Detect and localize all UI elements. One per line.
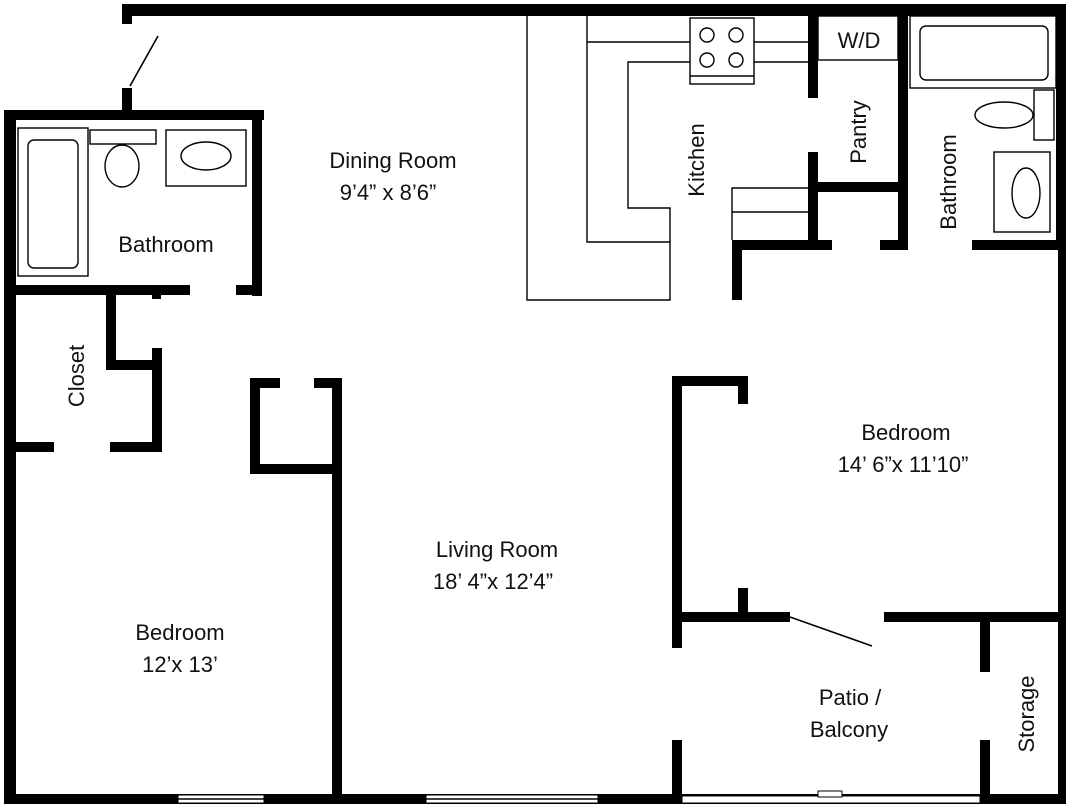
wall-hall-c [732, 240, 742, 300]
toilet-left [89, 129, 157, 188]
wall-closet-c [152, 348, 162, 452]
wall-storage-a [980, 616, 990, 672]
wall-hall-b [880, 240, 908, 250]
door-entry [129, 35, 159, 87]
washer-dryer-label: W/D [838, 28, 881, 53]
wall-closet-d [110, 442, 162, 452]
wall-hall-a [732, 240, 832, 250]
bathtub-right [909, 15, 1057, 89]
wall-wd-left-a [808, 4, 818, 98]
bedroom-left-label: Bedroom [135, 620, 224, 645]
washer-dryer-box [817, 15, 899, 61]
walls [4, 4, 1066, 804]
bathroom-right-label: Bathroom [936, 134, 961, 229]
wall-closet-b [106, 360, 160, 370]
doors [129, 35, 873, 647]
pantry-shelves [731, 187, 808, 240]
wall-living-a [250, 378, 280, 388]
dining-room-size: 9’4” x 8’6” [340, 180, 437, 205]
labels: Dining Room 9’4” x 8’6” Kitchen W/D Pant… [64, 28, 1039, 753]
living-room-label: Living Room [436, 537, 558, 562]
bathtub-left [17, 127, 89, 277]
kitchen-counter [526, 16, 808, 301]
wall-pantry-bottom [808, 182, 908, 192]
storage-label: Storage [1014, 675, 1039, 752]
wall-bath-left-stub [152, 285, 161, 299]
door-patio [789, 616, 873, 647]
wall-storage-b [980, 740, 990, 804]
bedroom-right-label: Bedroom [861, 420, 950, 445]
sink-left [165, 129, 247, 187]
windows [177, 790, 981, 804]
wall-bedroom-r-left [672, 376, 682, 648]
wall-bedroom-r-top [672, 376, 748, 386]
closet-label: Closet [64, 345, 89, 407]
wall-bath-left-right [252, 110, 262, 296]
wall-closet-e [4, 442, 54, 452]
wall-bath-left-bottom-a [4, 285, 190, 295]
pantry-label: Pantry [846, 100, 871, 164]
wall-living-e [332, 378, 342, 804]
patio-label: Patio / [819, 685, 882, 710]
wall-living-c [250, 464, 342, 474]
balcony-label: Balcony [810, 717, 888, 742]
bathroom-left-label: Bathroom [118, 232, 213, 257]
toilet-right [974, 89, 1055, 141]
wall-closet-a [106, 295, 116, 367]
wall-bedroom-r-bottom-b [884, 612, 1066, 622]
wall-living-b [250, 378, 260, 472]
wall-bath-left-bottom-b [236, 285, 262, 295]
sink-right [993, 151, 1051, 233]
dining-room-label: Dining Room [329, 148, 456, 173]
fixtures [17, 15, 1057, 301]
kitchen-label: Kitchen [684, 123, 709, 196]
bedroom-right-size: 14’ 6”x 11’10” [838, 452, 969, 477]
wall-right-lower [1058, 244, 1066, 804]
wall-entry-left-top [122, 4, 132, 24]
wall-patio-left [672, 740, 682, 804]
wall-left [4, 110, 16, 804]
wall-entry-left-bottom [122, 88, 132, 116]
wall-top [122, 4, 1066, 16]
wall-bath-right-bottom [972, 240, 1066, 250]
wall-pantry-right [898, 4, 908, 250]
wall-bedroom-r-bottom-a [672, 612, 790, 622]
living-room-size: 18’ 4”x 12’4” [433, 569, 553, 594]
wall-bedroom-r-stub-b [738, 588, 748, 612]
wall-bedroom-r-stub-a [738, 376, 748, 404]
wall-living-d [314, 378, 342, 388]
wall-right-upper [1056, 4, 1066, 249]
wall-bath-left-top [4, 110, 264, 120]
bedroom-left-size: 12’x 13’ [142, 652, 218, 677]
wall-wd-left-b [808, 152, 818, 192]
stove [689, 17, 755, 85]
wall-pantry-stub [808, 182, 818, 246]
